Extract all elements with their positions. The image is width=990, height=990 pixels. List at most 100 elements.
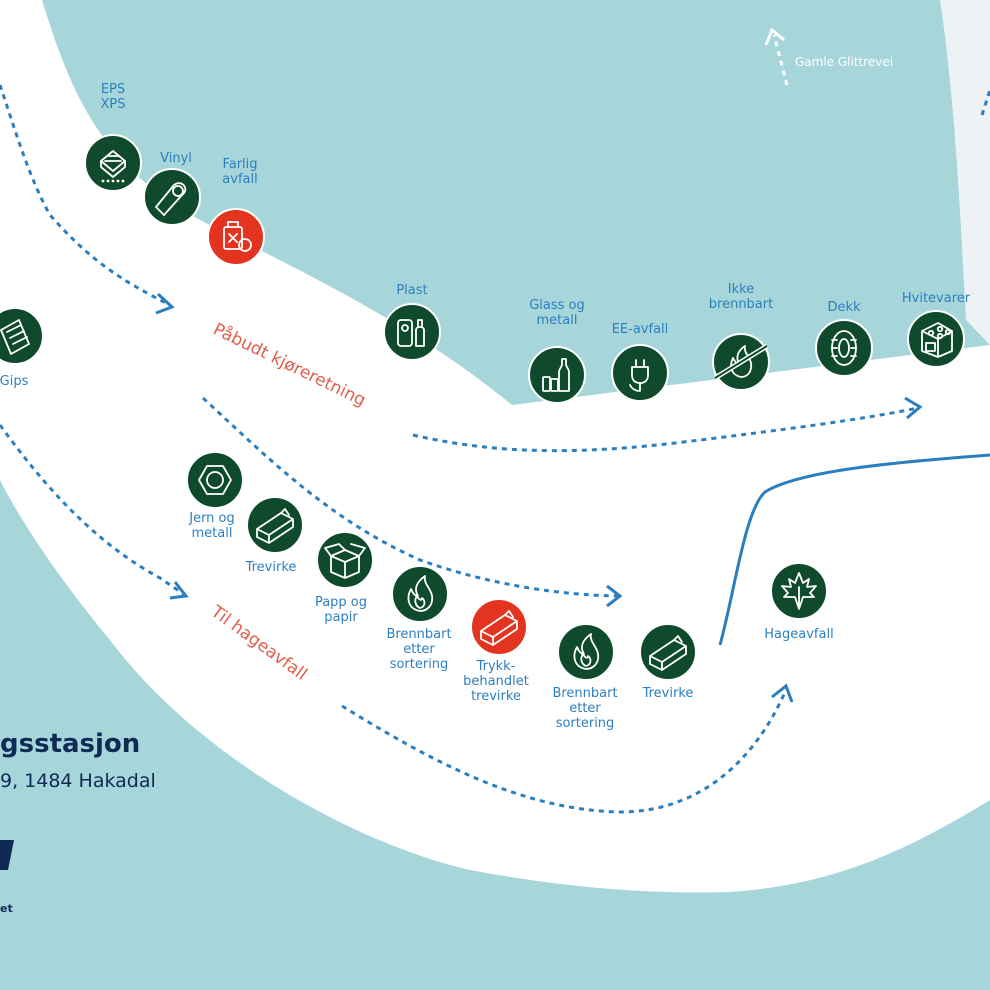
station-dekk[interactable]: Dekk — [815, 300, 873, 377]
station-label: etter — [403, 642, 435, 657]
station-label: etter — [569, 701, 601, 716]
station-label: EPS — [101, 82, 125, 97]
station-address: 9, 1484 Hakadal — [0, 770, 156, 792]
station-trevirke2[interactable]: Trevirke — [639, 623, 697, 701]
station-badge[interactable] — [84, 134, 142, 192]
station-label: Brennbart — [552, 686, 617, 701]
station-label: papir — [324, 610, 358, 625]
paved-area — [0, 0, 990, 893]
station-label: Jern og — [188, 511, 235, 526]
logo-text: et — [0, 902, 13, 915]
station-badge[interactable] — [143, 168, 201, 226]
station-trevirke1[interactable]: Trevirke — [245, 496, 304, 575]
arrowhead — [771, 683, 794, 703]
station-hage[interactable]: Hageavfall — [764, 562, 834, 642]
station-badge[interactable] — [557, 623, 615, 681]
arrowhead-road-sign — [764, 27, 785, 46]
station-label: Hvitevarer — [902, 291, 971, 306]
station-vinyl[interactable]: Vinyl — [143, 151, 201, 226]
station-label: Dekk — [827, 300, 861, 315]
station-label: sortering — [556, 716, 615, 731]
hazardous-canister-icon — [223, 221, 252, 252]
station-label: Ikke — [728, 282, 754, 297]
wood-plank-icon — [649, 635, 687, 671]
station-label: brennbart — [709, 297, 773, 312]
station-ee[interactable]: EE-avfall — [611, 322, 669, 402]
arrowhead — [904, 396, 923, 420]
station-label: EE-avfall — [612, 322, 669, 337]
station-label: Trevirke — [245, 560, 297, 575]
solid-route — [718, 453, 990, 646]
station-badge[interactable] — [470, 598, 528, 656]
nut-icon — [198, 465, 232, 495]
station-plast[interactable]: Plast — [383, 283, 441, 361]
station-label: metall — [537, 313, 578, 328]
station-badge[interactable] — [815, 319, 873, 377]
paved-area-right — [940, 0, 990, 345]
maple-leaf-icon — [781, 572, 817, 610]
station-badge[interactable] — [0, 307, 44, 365]
flame-crossed-icon — [713, 343, 769, 381]
station-label: Papp og — [315, 595, 367, 610]
flame-icon — [407, 575, 434, 612]
station-label: XPS — [101, 97, 126, 112]
flame-icon — [573, 633, 600, 670]
arrowhead — [169, 581, 189, 600]
station-label: sortering — [390, 657, 449, 672]
station-label: trevirke — [471, 689, 521, 704]
dashed-route-main — [412, 406, 919, 453]
station-badge[interactable] — [639, 623, 697, 681]
station-badge[interactable] — [528, 346, 586, 404]
road-sign-label: Gamle Glittrevei — [795, 55, 893, 69]
station-label: behandlet — [463, 674, 529, 689]
station-badge[interactable] — [186, 451, 244, 509]
station-badge[interactable] — [207, 208, 265, 266]
station-label: Trykk- — [476, 659, 516, 674]
station-label: Trevirke — [642, 686, 694, 701]
station-label: metall — [192, 526, 233, 541]
dashed-route-lower-left — [0, 424, 186, 597]
tire-icon — [831, 330, 857, 366]
station-badge[interactable] — [611, 344, 669, 402]
station-gips[interactable]: Gips — [0, 307, 44, 389]
stove-icon — [921, 322, 953, 358]
station-label: Glass og — [529, 298, 585, 313]
station-badge[interactable] — [316, 531, 374, 589]
station-title: gsstasjon — [0, 729, 140, 759]
treated-wood-icon — [480, 610, 518, 646]
station-label: Vinyl — [160, 151, 192, 166]
station-badge[interactable] — [246, 496, 304, 554]
vinyl-roll-icon — [155, 182, 187, 216]
arrowhead — [155, 292, 175, 315]
station-label: Hageavfall — [764, 627, 833, 642]
station-label: Plast — [396, 283, 427, 298]
station-hvite[interactable]: Hvitevarer — [902, 291, 971, 368]
dashed-route-hage — [341, 691, 787, 814]
dashed-route-mid — [201, 396, 619, 598]
logo-mark — [0, 840, 14, 870]
bottles-cans-icon — [542, 358, 570, 392]
eps-icon — [100, 150, 126, 183]
station-label: Brennbart — [386, 627, 451, 642]
dashed-route-road-sign — [772, 34, 789, 86]
gypsum-board-icon — [0, 319, 30, 355]
station-label: Gips — [0, 374, 29, 389]
plug-icon — [629, 359, 649, 392]
plastic-icon — [397, 319, 425, 347]
cardboard-box-icon — [324, 543, 366, 579]
station-badge[interactable] — [391, 565, 449, 623]
station-label: avfall — [222, 172, 257, 187]
arrowhead — [606, 584, 623, 608]
wood-plank-icon — [256, 508, 294, 544]
